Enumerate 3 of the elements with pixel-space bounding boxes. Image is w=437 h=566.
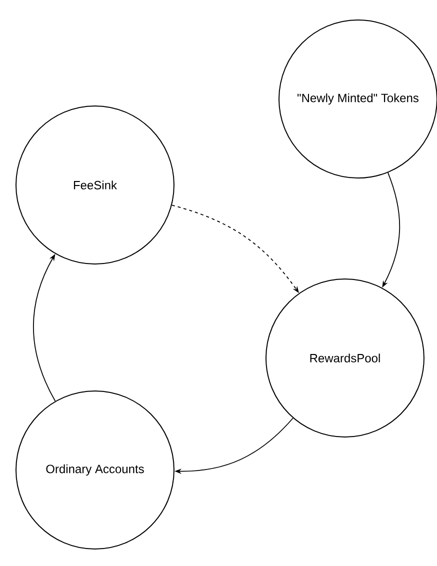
- circle-node: RewardsPool: [266, 278, 424, 438]
- circle-node: Ordinary Accounts: [16, 390, 174, 550]
- circle-node: FeeSink: [16, 106, 174, 264]
